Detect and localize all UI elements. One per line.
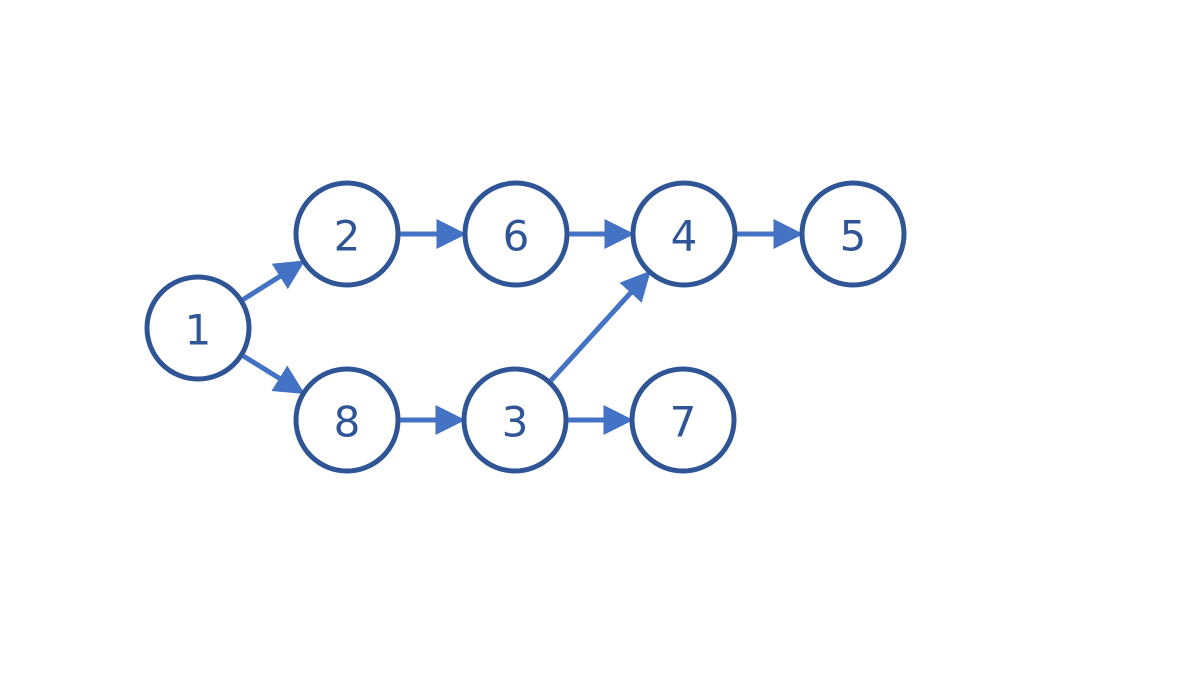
edge-1-to-2 bbox=[241, 260, 306, 302]
node-5: 5 bbox=[799, 180, 907, 288]
node-3-label: 3 bbox=[502, 398, 529, 447]
node-6: 6 bbox=[462, 180, 570, 288]
node-6-label: 6 bbox=[503, 212, 530, 261]
node-3: 3 bbox=[461, 366, 569, 474]
node-8-circle bbox=[293, 366, 401, 474]
edge-3-to-4 bbox=[549, 270, 651, 383]
edge-1-to-8 bbox=[242, 353, 305, 395]
node-5-label: 5 bbox=[840, 212, 867, 261]
node-7-circle bbox=[629, 366, 737, 474]
edges-layer bbox=[241, 219, 804, 435]
node-7: 7 bbox=[629, 366, 737, 474]
node-1: 1 bbox=[144, 274, 252, 382]
node-1-label: 1 bbox=[185, 306, 212, 355]
node-2: 2 bbox=[293, 180, 401, 288]
node-3-circle bbox=[461, 366, 569, 474]
node-4-label: 4 bbox=[671, 212, 698, 261]
node-8-label: 8 bbox=[334, 398, 361, 447]
node-1-circle bbox=[144, 274, 252, 382]
nodes-layer: 1 2 6 4 5 8 3 7 bbox=[144, 180, 907, 474]
node-4-circle bbox=[630, 180, 738, 288]
node-2-circle bbox=[293, 180, 401, 288]
node-5-circle bbox=[799, 180, 907, 288]
node-6-circle bbox=[462, 180, 570, 288]
node-2-label: 2 bbox=[334, 212, 361, 261]
node-4: 4 bbox=[630, 180, 738, 288]
node-8: 8 bbox=[293, 366, 401, 474]
node-7-label: 7 bbox=[670, 398, 697, 447]
